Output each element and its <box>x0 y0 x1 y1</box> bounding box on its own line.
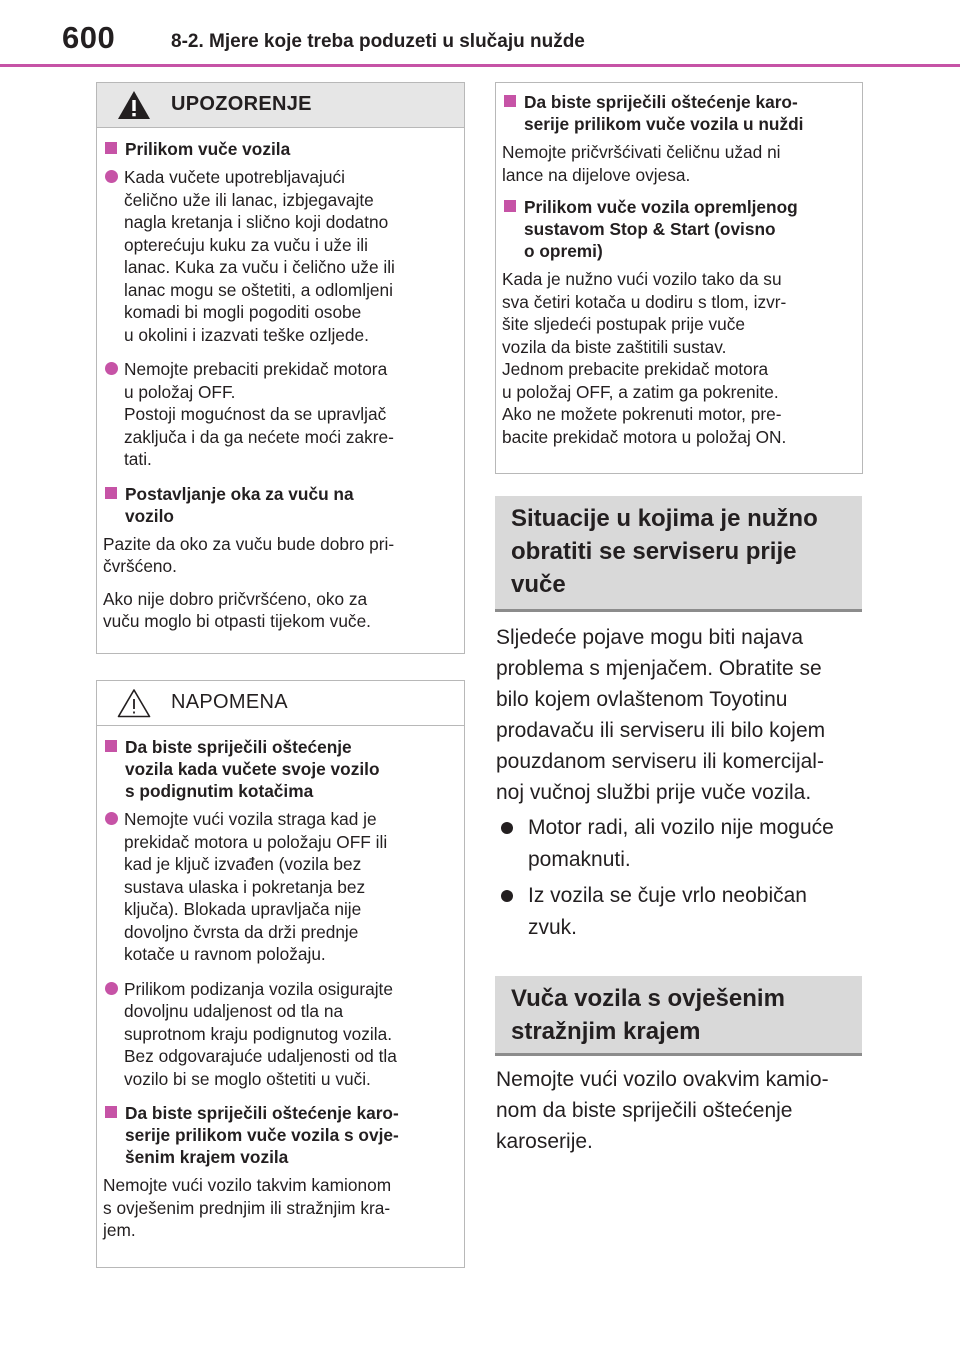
section-bullet: Iz vozila se čuje vrlo neobičan zvuk. <box>496 880 866 944</box>
square-bullet-icon <box>504 200 516 212</box>
warning-paragraph: Pazite da oko za vuču bude dobro pri- čv… <box>103 533 395 577</box>
notice-title: NAPOMENA <box>171 691 288 713</box>
warning-box: UPOZORENJE Prilikom vuče vozila Kada vuč… <box>96 82 465 654</box>
notice-continuation-box: Da biste spriječili oštećenje karo- seri… <box>495 82 863 474</box>
square-bullet-icon <box>105 1106 117 1118</box>
notice-paragraph: Nemojte pričvršćivati čeličnu užad ni la… <box>502 142 781 185</box>
section-title: 8-2. Mjere koje treba poduzeti u slučaju… <box>171 31 585 52</box>
warning-paragraph: Ako nije dobro pričvršćeno, oko za vuču … <box>103 588 371 632</box>
page-header: 600 8-2. Mjere koje treba poduzeti u slu… <box>0 0 960 70</box>
round-bullet-icon <box>501 890 513 902</box>
warning-triangle-icon <box>118 91 150 119</box>
notice-subheading: Prilikom vuče vozila opremljenog sustavo… <box>502 196 856 262</box>
section-body: Sljedeće pojave mogu biti najava problem… <box>496 626 826 804</box>
square-bullet-icon <box>504 95 516 107</box>
warning-subheading: Postavljanje oka za vuču na vozilo <box>103 483 458 527</box>
warning-subheading: Prilikom vuče vozila <box>103 138 458 160</box>
notice-subheading: Da biste spriječili oštećenje karo- seri… <box>502 91 856 135</box>
section-heading: Situacije u kojima je nužno obratiti se … <box>495 496 862 612</box>
round-bullet-icon <box>105 981 118 995</box>
square-bullet-icon <box>105 740 117 752</box>
square-bullet-icon <box>105 486 117 499</box>
notice-paragraph: Kada je nužno vući vozilo tako da su sva… <box>502 269 787 447</box>
section-heading: Vuča vozila s ovješenim stražnjim krajem <box>495 976 862 1056</box>
warning-title: UPOZORENJE <box>171 93 312 115</box>
round-bullet-icon <box>105 812 118 825</box>
notice-bullet: Prilikom podizanja vozila osigurajte dov… <box>103 978 458 1091</box>
section-bullet: Motor radi, ali vozilo nije moguće pomak… <box>496 812 866 876</box>
caution-triangle-outline-icon <box>117 689 151 718</box>
header-rule <box>0 64 960 67</box>
round-bullet-icon <box>105 362 118 375</box>
square-bullet-icon <box>105 142 117 154</box>
notice-bullet: Nemojte vući vozila straga kad je prekid… <box>103 808 458 966</box>
section-body: Nemojte vući vozilo ovakvim kamio- nom d… <box>496 1068 829 1153</box>
warning-bullet: Nemojte prebaciti prekidač motora u polo… <box>103 358 458 471</box>
notice-paragraph: Nemojte vući vozilo takvim kamionom s ov… <box>103 1175 392 1240</box>
warning-bullet: Kada vučete upotrebljavajući čelično uže… <box>103 166 458 346</box>
notice-subheading: Da biste spriječili oštećenje karo- seri… <box>103 1102 458 1168</box>
round-bullet-icon <box>105 170 118 183</box>
notice-box: NAPOMENA Da biste spriječili oštećenje v… <box>96 680 465 1268</box>
page-number: 600 <box>62 20 116 55</box>
round-bullet-icon <box>501 822 513 834</box>
warning-box-header: UPOZORENJE <box>97 83 464 128</box>
notice-subheading: Da biste spriječili oštećenje vozila kad… <box>103 736 458 802</box>
notice-box-header: NAPOMENA <box>97 681 464 726</box>
